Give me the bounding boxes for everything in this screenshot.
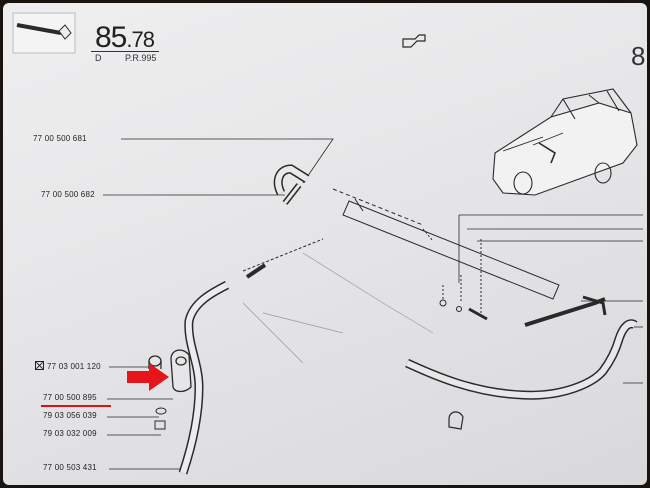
- part-number: 77 00 500 682: [41, 190, 95, 199]
- part-number: 77 03 001 120: [47, 362, 101, 371]
- mounting-clamp-part: [148, 349, 192, 393]
- part-number: 77 00 500 681: [33, 134, 87, 143]
- part-ref-7: 77 00 503 431: [43, 463, 97, 472]
- part-ref-1: 77 00 500 681: [33, 134, 87, 143]
- page-number-main: 85: [95, 21, 127, 54]
- right-page-number: 8: [631, 41, 646, 71]
- special-part-marker-icon: [35, 361, 44, 370]
- part-ref-5: 79 03 056 039: [43, 411, 97, 420]
- page-number: 85.78: [95, 21, 155, 55]
- car-illustration: [492, 88, 638, 196]
- anti-roll-bar-part: [405, 319, 638, 400]
- highlight-arrow-icon: [127, 363, 169, 391]
- part-number: 79 03 032 009: [43, 429, 97, 438]
- exploded-diagram: [12, 12, 643, 475]
- part-ref-3: 77 03 001 120: [35, 361, 101, 371]
- section-thumbnail-icon: [12, 12, 76, 54]
- torsion-bar-tube: [332, 188, 560, 300]
- catalog-page: 85.78 D P.R.995 8: [3, 3, 647, 485]
- header-rule: [91, 51, 159, 52]
- nut-part: [154, 420, 166, 430]
- part-ref-4: 77 00 500 895: [43, 393, 97, 402]
- part-ref-6: 79 03 032 009: [43, 429, 97, 438]
- heater-hose-part: [273, 164, 310, 205]
- link-rod-part: [524, 297, 606, 327]
- washer-part: [155, 407, 167, 415]
- part-number: 77 00 500 895: [43, 393, 97, 402]
- revision-code: P.R.995: [125, 53, 157, 63]
- part-number: 77 00 503 431: [43, 463, 97, 472]
- part-ref-2: 77 00 500 682: [41, 190, 95, 199]
- variant-code: D: [95, 53, 102, 63]
- page-number-sub: .78: [126, 27, 155, 52]
- pointing-hand-icon: [402, 34, 426, 48]
- part-number: 79 03 056 039: [43, 411, 97, 420]
